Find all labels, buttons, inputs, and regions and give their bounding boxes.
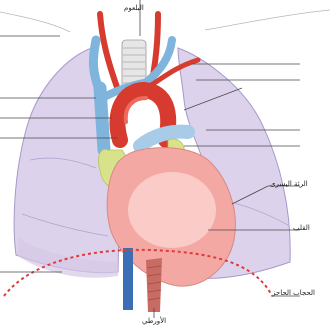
diaphragm-label: الحجاب الحاجز <box>272 290 315 297</box>
left-carotid-artery <box>100 14 118 90</box>
right-outline-line <box>205 10 330 30</box>
aorta-label: الأورطي <box>142 318 166 325</box>
left-outline-line <box>0 12 70 32</box>
pharynx-label: البلعوم <box>124 5 144 12</box>
heart-label: القلب <box>293 225 310 232</box>
left-lung-label: الرئة اليسرى <box>270 181 308 188</box>
inferior-vena-cava <box>123 248 133 310</box>
heart-highlight <box>128 172 216 248</box>
